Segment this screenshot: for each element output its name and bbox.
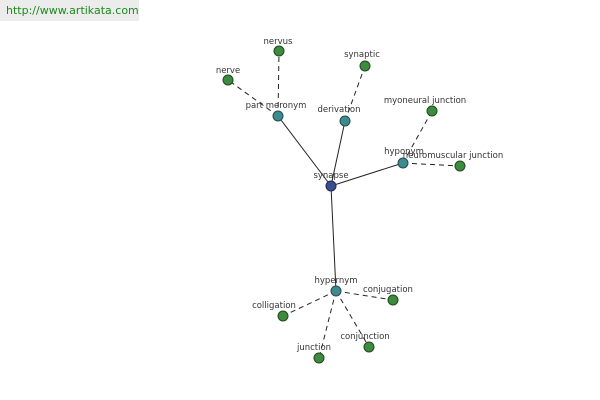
source-link[interactable]: http://www.artikata.com <box>0 0 139 21</box>
node-conjunction[interactable] <box>363 341 375 353</box>
node-synapse[interactable] <box>325 180 337 192</box>
node-label-hypernym: hypernym <box>314 276 357 286</box>
edge-hypernym-to-junction <box>318 290 337 359</box>
labels-layer: synapse part meronym derivation hyponym hype… <box>216 37 503 353</box>
node-label-synapse: synapse <box>313 171 348 181</box>
node-label-junction: junction <box>296 343 331 353</box>
node-label-nervus: nervus <box>264 37 294 47</box>
node-hypernym[interactable] <box>330 285 342 297</box>
nodes-layer <box>222 45 466 364</box>
edge-part-meronym-to-nerve <box>227 79 279 117</box>
node-label-conjugation: conjugation <box>363 285 413 295</box>
node-label-synaptic: synaptic <box>344 50 380 60</box>
edge-synapse-to-part-meronym <box>277 115 332 187</box>
node-nerve[interactable] <box>222 74 234 86</box>
node-label-colligation: colligation <box>252 301 296 311</box>
node-conjugation[interactable] <box>387 294 399 306</box>
node-label-myoneural: myoneural junction <box>384 96 466 106</box>
node-label-derivation: derivation <box>317 105 360 115</box>
edge-hyponym-to-neuromuscular <box>402 162 461 167</box>
edge-part-meronym-to-nervus <box>277 50 280 117</box>
edges-layer <box>227 50 461 359</box>
node-label-conjunction: conjunction <box>340 332 389 342</box>
edge-synapse-to-hyponym <box>330 162 404 187</box>
edge-synapse-to-hypernym <box>330 185 337 292</box>
edge-hypernym-to-colligation <box>282 290 337 317</box>
edge-hypernym-to-conjunction <box>335 290 370 348</box>
node-label-nerve: nerve <box>216 66 240 76</box>
edge-derivation-to-synaptic <box>344 65 366 122</box>
node-derivation[interactable] <box>339 115 351 127</box>
node-myoneural[interactable] <box>426 105 438 117</box>
node-hyponym[interactable] <box>397 157 409 169</box>
edge-synapse-to-derivation <box>330 120 346 187</box>
node-nervus[interactable] <box>273 45 285 57</box>
edge-hypernym-to-conjugation <box>335 290 394 301</box>
node-neuromuscular[interactable] <box>454 160 466 172</box>
node-junction[interactable] <box>313 352 325 364</box>
node-synaptic[interactable] <box>359 60 371 72</box>
node-label-neuromuscular: neuromuscular junction <box>403 151 504 161</box>
node-label-part-meronym: part meronym <box>246 101 307 111</box>
node-colligation[interactable] <box>277 310 289 322</box>
node-label-hyponym: hyponym <box>384 147 424 157</box>
edge-hyponym-to-myoneural <box>402 110 433 164</box>
node-part-meronym[interactable] <box>272 110 284 122</box>
